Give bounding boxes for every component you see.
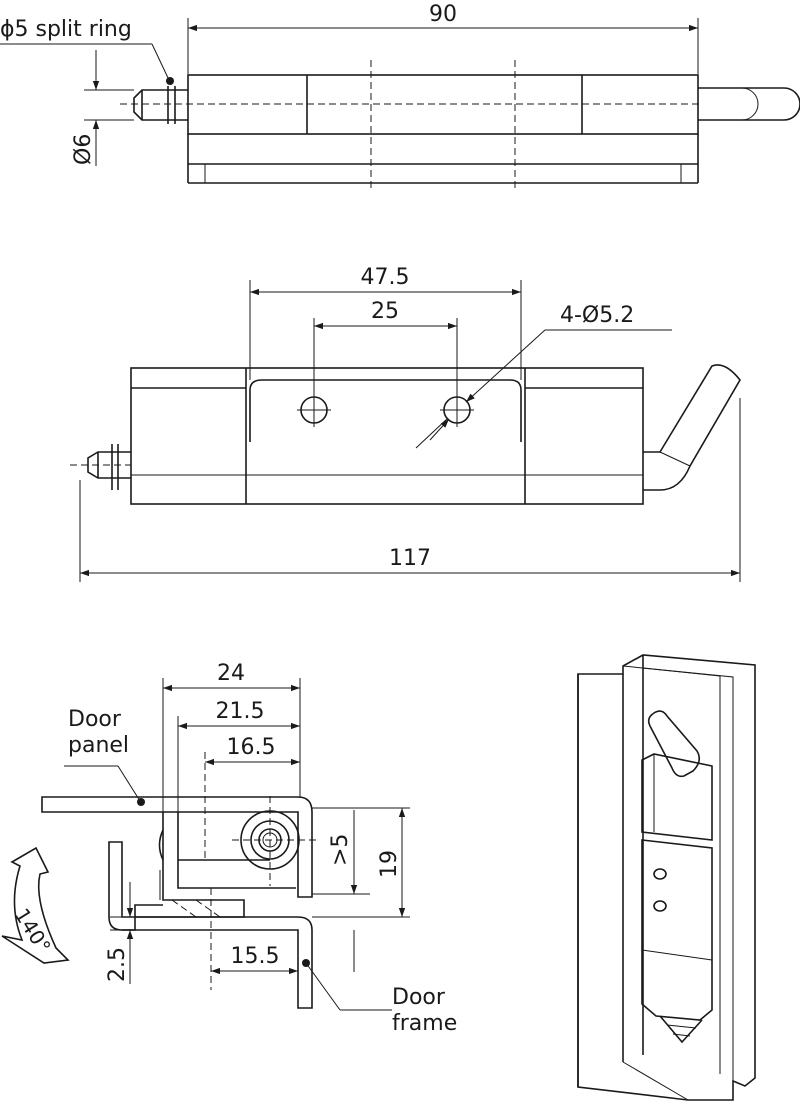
dimension-16-5-text: 16.5 — [227, 735, 276, 760]
hole-callout: 4-Ø5.2 — [415, 303, 672, 449]
door-frame-callout: Door frame — [302, 959, 457, 1036]
top-view-dimension-90: 90 — [187, 2, 699, 74]
rotation-arrow-icon — [1, 846, 70, 964]
dimension-47-5: 47.5 — [361, 265, 410, 290]
dimension-21-5: 21.5 — [177, 699, 300, 812]
top-view: 90 ϕ5 split ring Ø6 — [0, 2, 800, 192]
front-view: 47.5 25 4-Ø5.2 117 — [70, 265, 741, 582]
front-view-dimension-25: 25 — [313, 299, 458, 397]
dimension-117: 117 — [389, 546, 431, 571]
front-view-body — [130, 367, 644, 505]
door-panel-label-2: panel — [68, 733, 129, 758]
door-frame-label-1: Door — [392, 985, 446, 1010]
front-view-dimension-47-5: 47.5 — [249, 265, 522, 368]
dimension-21-5-text: 21.5 — [216, 699, 265, 724]
dimension-gap-text: >5 — [328, 834, 353, 866]
dimension-19: 19 — [312, 807, 410, 918]
dimension-2-5-text: 2.5 — [105, 947, 130, 982]
split-ring-callout: ϕ5 split ring — [0, 17, 174, 85]
split-ring-label: ϕ5 split ring — [0, 17, 132, 42]
top-view-body — [120, 60, 700, 192]
dimension-25: 25 — [371, 299, 399, 324]
front-view-dimension-117: 117 — [79, 398, 741, 582]
door-panel-callout: Door panel — [64, 707, 145, 806]
dimension-19-text: 19 — [377, 850, 402, 878]
top-view-dimension-d6: Ø6 — [71, 50, 134, 166]
dimension-16-5: 16.5 — [205, 735, 300, 766]
door-frame-label-2: frame — [392, 1011, 457, 1036]
mounting-holes — [297, 393, 474, 427]
rotation-indicator: 140° — [1, 846, 70, 964]
front-view-pin-left — [70, 444, 131, 490]
door-panel — [41, 796, 313, 898]
dimension-gap: >5 — [312, 810, 370, 972]
iso-channel — [577, 654, 756, 1101]
dimension-90: 90 — [429, 2, 457, 27]
top-view-pin-left — [133, 86, 188, 124]
dimension-d6: Ø6 — [71, 134, 96, 165]
iso-latch — [641, 710, 713, 1044]
hole-callout-label: 4-Ø5.2 — [560, 303, 634, 328]
door-panel-label-1: Door — [68, 707, 122, 732]
section-view: 24 21.5 16.5 >5 19 2.5 — [1, 661, 457, 1036]
pin-cross-section — [232, 796, 316, 886]
top-view-pin-right — [698, 87, 800, 121]
dimension-2-5: 2.5 — [105, 882, 135, 984]
front-view-handle — [643, 364, 741, 491]
dimension-15-5-text: 15.5 — [231, 944, 280, 969]
dimension-15-5: 15.5 — [211, 944, 298, 975]
dimension-24: 24 — [162, 661, 301, 812]
dimension-24-text: 24 — [217, 661, 245, 686]
isometric-view — [577, 654, 756, 1101]
